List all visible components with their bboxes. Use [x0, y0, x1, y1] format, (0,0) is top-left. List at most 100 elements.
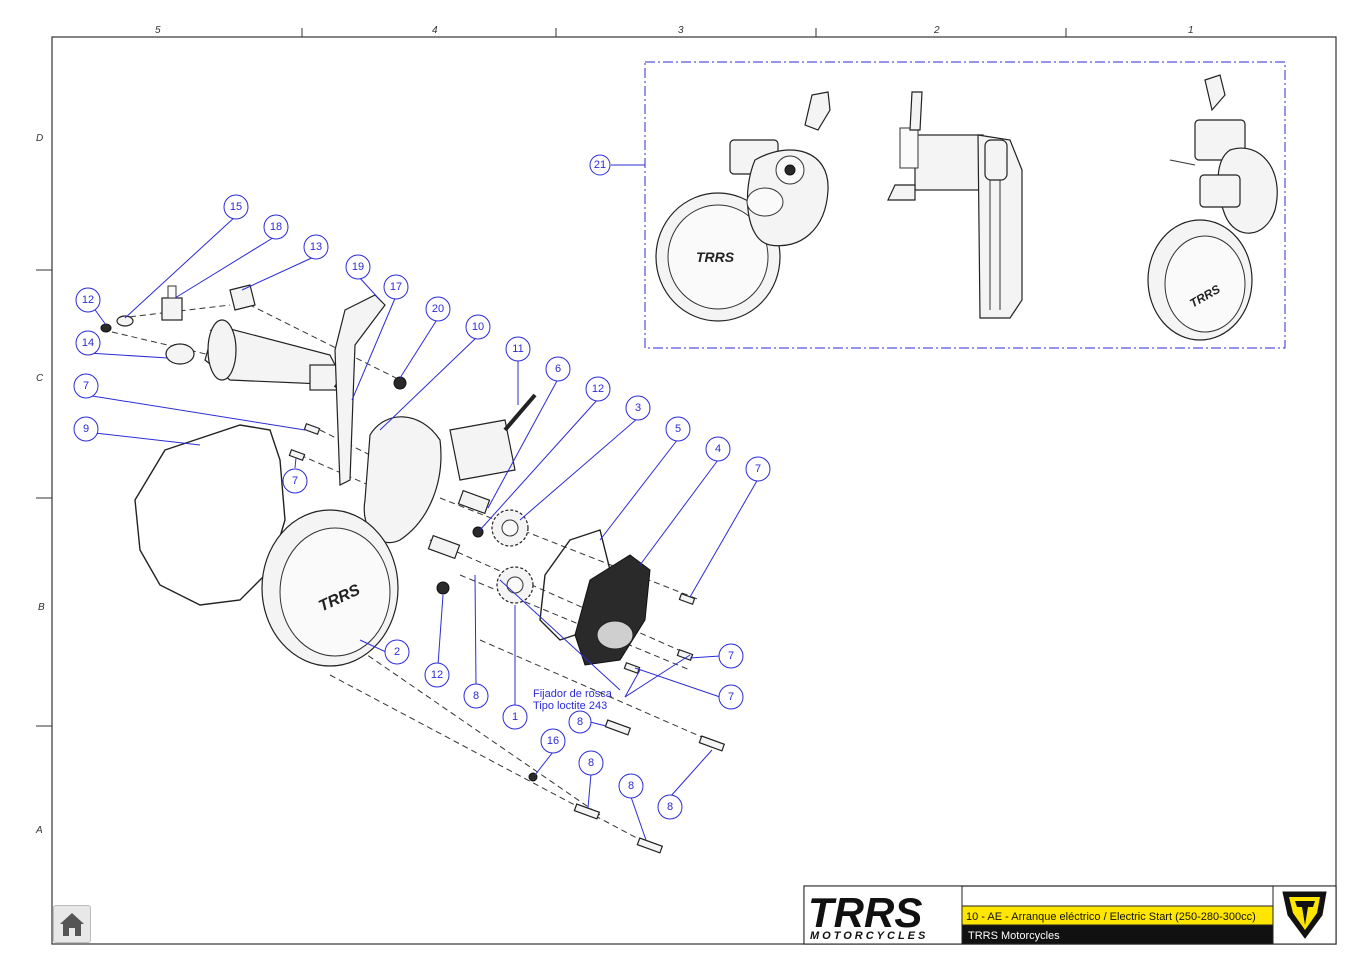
- svg-text:12: 12: [82, 294, 94, 306]
- svg-text:9: 9: [83, 423, 89, 435]
- zone-row-b: B: [38, 602, 45, 613]
- gear-part-3-hub: [501, 519, 519, 537]
- callout-18: 18: [263, 214, 289, 240]
- starter-motor-part-13: [204, 284, 352, 397]
- svg-text:4: 4: [715, 443, 721, 455]
- svg-text:8: 8: [628, 780, 634, 792]
- callout-8-mid: 8: [463, 683, 489, 709]
- svg-text:7: 7: [728, 650, 734, 662]
- callout-8-lower-a: 8: [578, 750, 604, 776]
- svg-text:5: 5: [675, 423, 681, 435]
- title-block: TRRS MOTORCYCLES 10 - AE - Arranque eléc…: [803, 885, 1337, 945]
- callout-8-lower-b: 8: [618, 773, 644, 799]
- part-18: [161, 297, 183, 321]
- drawing-title: 10 - AE - Arranque eléctrico / Electric …: [966, 911, 1256, 923]
- loctite-note-line1: Fijador de rosca: [533, 688, 613, 700]
- drawing-frame: [51, 36, 1337, 945]
- callout-10: 10: [465, 314, 491, 340]
- callout-14: 14: [75, 330, 101, 356]
- zone-col-4: 4: [432, 25, 438, 36]
- callout-9: 9: [73, 416, 99, 442]
- zone-row-c: C: [36, 373, 44, 384]
- coil-part-11: [449, 393, 537, 481]
- callout-16: 16: [540, 728, 566, 754]
- main-cover-part-2: TRRS: [261, 509, 399, 667]
- zone-row-a: A: [35, 825, 43, 836]
- home-button[interactable]: [53, 905, 91, 943]
- assembly-view-front: TRRS: [655, 91, 831, 322]
- trrs-logo-main: TRRS: [808, 889, 922, 936]
- callout-6: 6: [545, 356, 571, 382]
- gear-cover-window: [596, 620, 634, 650]
- callout-17: 17: [383, 274, 409, 300]
- svg-text:12: 12: [431, 669, 443, 681]
- callout-15: 15: [223, 194, 249, 220]
- callout-3: 3: [625, 395, 651, 421]
- trrs-logo-sub: MOTORCYCLES: [810, 930, 928, 942]
- callout-21: 21: [589, 154, 611, 176]
- part-12-top: [100, 323, 112, 333]
- callout-7-left-top: 7: [73, 373, 99, 399]
- svg-text:2: 2: [394, 646, 400, 658]
- callout-4: 4: [705, 436, 731, 462]
- nut-part-12c: [436, 581, 450, 595]
- loctite-note-line2: Tipo loctite 243: [533, 700, 607, 712]
- zone-col-1: 1: [1188, 25, 1194, 36]
- gasket-part-9: [134, 424, 286, 606]
- bolts: [288, 423, 726, 854]
- svg-text:8: 8: [577, 716, 583, 728]
- callout-19: 19: [345, 254, 371, 280]
- callout-7-left-bottom: 7: [282, 468, 308, 494]
- svg-text:18: 18: [270, 221, 282, 233]
- svg-text:1: 1: [512, 711, 518, 723]
- svg-text:7: 7: [292, 475, 298, 487]
- assembly-views-box: [644, 61, 1286, 349]
- callout-12-mid: 12: [585, 376, 611, 402]
- svg-text:TRRS: TRRS: [696, 249, 735, 265]
- zone-col-2: 2: [933, 25, 940, 36]
- callout-leaders: [85, 215, 759, 841]
- svg-text:3: 3: [635, 402, 641, 414]
- svg-text:14: 14: [82, 337, 94, 349]
- part-14: [165, 343, 195, 365]
- callout-7-right-top: 7: [745, 456, 771, 482]
- company-name: TRRS Motorcycles: [968, 930, 1060, 942]
- svg-text:7: 7: [83, 380, 89, 392]
- svg-text:7: 7: [755, 463, 761, 475]
- svg-text:8: 8: [588, 757, 594, 769]
- callout-1: 1: [502, 704, 528, 730]
- svg-text:11: 11: [512, 343, 523, 355]
- shaft-part-6: [457, 489, 491, 515]
- svg-text:17: 17: [390, 281, 402, 293]
- svg-text:7: 7: [728, 691, 734, 703]
- part-15: [116, 315, 134, 327]
- gear-part-1-hub: [506, 576, 524, 594]
- svg-text:12: 12: [592, 383, 604, 395]
- callout-8-small: 8: [568, 710, 592, 734]
- callout-7-right-bottom: 7: [718, 684, 744, 710]
- zone-row-d: D: [36, 133, 43, 144]
- svg-text:6: 6: [555, 363, 561, 375]
- callout-12-top: 12: [75, 287, 101, 313]
- callout-5: 5: [665, 416, 691, 442]
- svg-text:10: 10: [472, 321, 484, 333]
- bolt-part-20: [393, 376, 407, 390]
- svg-text:15: 15: [230, 201, 242, 213]
- part-18-nipple: [167, 285, 177, 299]
- callout-8-lower-c: 8: [657, 794, 683, 820]
- assembly-view-side: [887, 91, 1023, 319]
- callout-2: 2: [384, 639, 410, 665]
- svg-text:20: 20: [432, 303, 444, 315]
- callout-11: 11: [505, 336, 531, 362]
- shaft-part-8a: [427, 534, 461, 560]
- zone-ticks: [36, 28, 1067, 727]
- svg-text:16: 16: [547, 735, 559, 747]
- svg-text:8: 8: [473, 690, 479, 702]
- svg-text:13: 13: [310, 241, 322, 253]
- inner-cover-part-10: [363, 416, 442, 544]
- callout-12-bottom: 12: [424, 662, 450, 688]
- svg-text:8: 8: [667, 801, 673, 813]
- svg-text:21: 21: [594, 159, 606, 171]
- svg-text:19: 19: [352, 261, 364, 273]
